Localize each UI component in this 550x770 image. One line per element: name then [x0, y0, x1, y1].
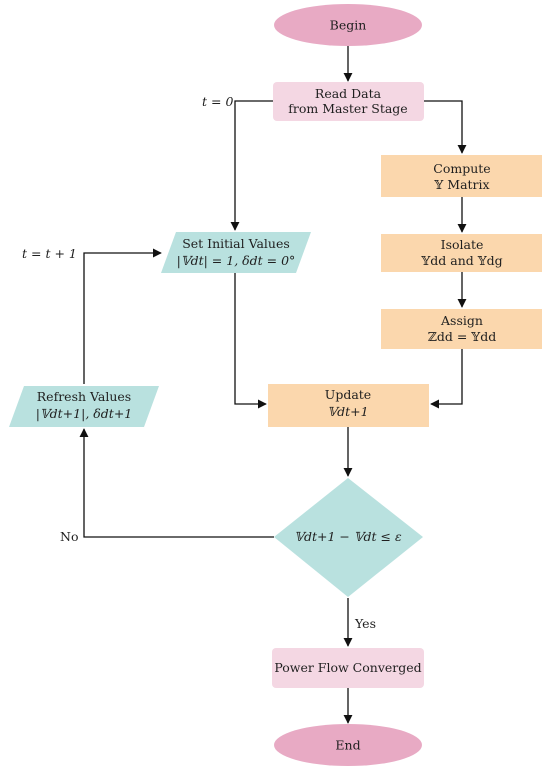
set-initial-label-1: Set Initial Values: [182, 236, 290, 251]
begin-label: Begin: [330, 18, 367, 33]
update-label-2: 𝕍dt+1: [327, 404, 368, 419]
decision-label: 𝕍dt+1 − 𝕍dt ≤ ε: [294, 529, 402, 544]
edge-label-no: No: [60, 529, 78, 544]
convergence-decision-diamond: [274, 478, 423, 597]
update-box: [268, 384, 429, 427]
edge-refresh-setinitial: [83, 248, 162, 384]
update-label-1: Update: [325, 387, 371, 402]
set-initial-label-2: |𝕍dt| = 1, δdt = 0°: [177, 253, 296, 268]
refresh-values-parallelogram: [9, 386, 159, 427]
power-flow-converged-box: [272, 648, 424, 688]
edges: [79, 46, 467, 724]
isolate-label-2: 𝕐dd and 𝕐dg: [420, 253, 502, 268]
isolate-box: [381, 234, 542, 272]
compute-label-1: Compute: [433, 161, 490, 176]
set-initial-values-parallelogram: [161, 232, 311, 273]
edge-label-t-increment: t = t + 1: [22, 246, 77, 261]
compute-label-2: 𝕐 Matrix: [433, 177, 489, 192]
end-label: End: [335, 738, 360, 753]
compute-box: [381, 155, 542, 197]
read-data-label-1: Read Data: [315, 86, 382, 101]
end-terminal: [274, 724, 422, 766]
assign-label-1: Assign: [440, 313, 483, 328]
edge-read-compute: [424, 100, 467, 154]
refresh-label-1: Refresh Values: [37, 389, 131, 404]
edge-setinitial-update: [234, 273, 267, 409]
refresh-label-2: |𝕍dt+1|, δdt+1: [36, 406, 133, 421]
assign-label-2: ℤdd = 𝕐dd: [428, 329, 496, 344]
assign-box: [381, 309, 542, 349]
converged-label: Power Flow Converged: [274, 660, 421, 675]
edge-assign-update: [430, 349, 463, 409]
begin-terminal: [274, 4, 422, 46]
read-data-box: [273, 82, 424, 121]
isolate-label-1: Isolate: [441, 237, 484, 252]
read-data-label-2: from Master Stage: [288, 101, 407, 116]
edge-read-setinitial: [230, 100, 273, 231]
edge-label-t0: t = 0: [202, 94, 233, 109]
edge-decision-refresh: [79, 428, 274, 538]
edge-label-yes: Yes: [354, 616, 376, 631]
